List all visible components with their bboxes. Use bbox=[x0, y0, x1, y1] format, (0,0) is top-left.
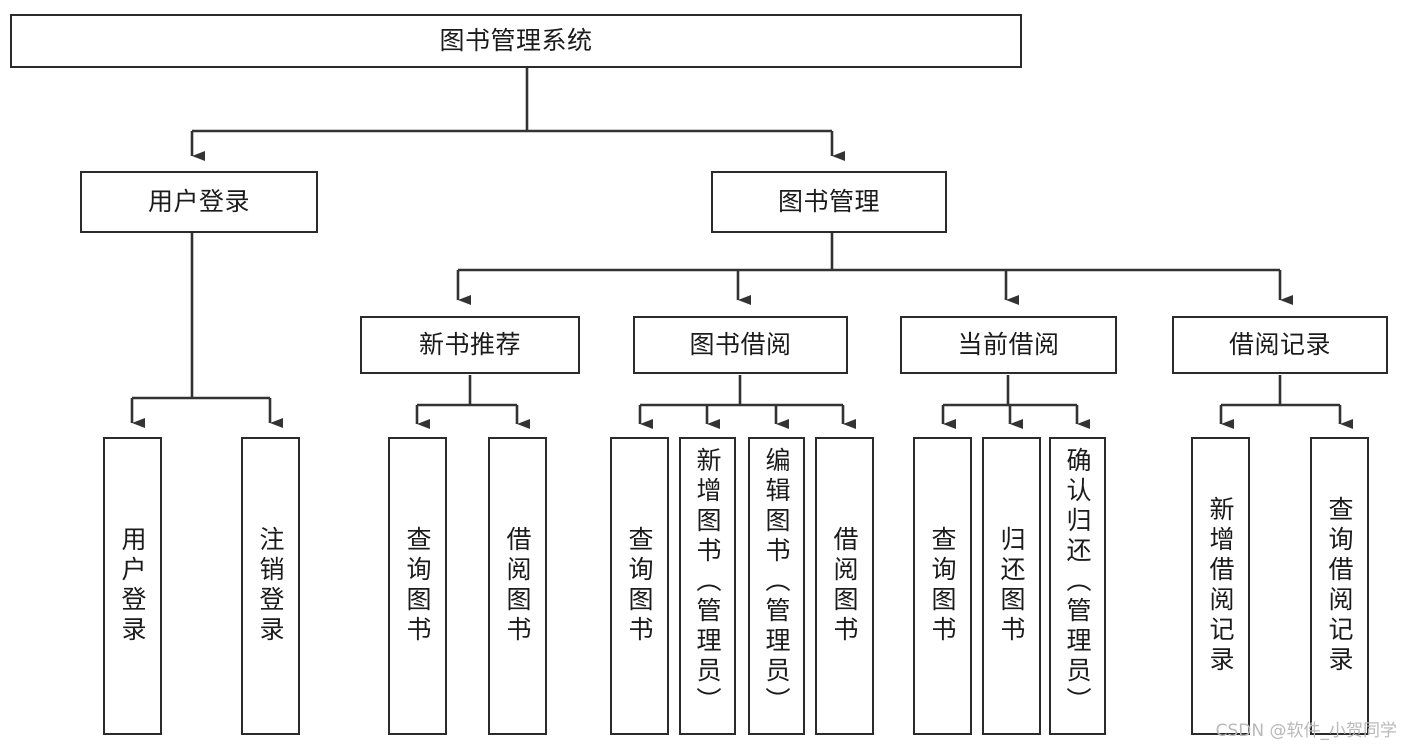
node-current-borrow[interactable]: 当前借阅 bbox=[900, 316, 1117, 374]
leaf-query-book-2[interactable]: 查询图书 bbox=[610, 437, 669, 735]
node-root-system[interactable]: 图书管理系统 bbox=[10, 14, 1022, 68]
node-label: 借阅记录 bbox=[1228, 330, 1331, 360]
node-label: 用户登录 bbox=[147, 187, 250, 217]
node-label: 图书借阅 bbox=[689, 330, 792, 360]
node-label: 归还图书 bbox=[997, 526, 1026, 646]
leaf-edit-book-admin[interactable]: 编辑图书（管理员） bbox=[748, 437, 805, 735]
watermark-csdn: CSDN @软件_小贺同学 bbox=[1215, 721, 1397, 741]
node-label: 查询图书 bbox=[403, 526, 432, 646]
node-label: 编辑图书（管理员） bbox=[762, 447, 791, 717]
leaf-user-login[interactable]: 用户登录 bbox=[103, 437, 162, 735]
leaf-query-borrow-record[interactable]: 查询借阅记录 bbox=[1310, 437, 1369, 735]
leaf-query-book-3[interactable]: 查询图书 bbox=[913, 437, 972, 735]
leaf-borrow-book-1[interactable]: 借阅图书 bbox=[488, 437, 547, 735]
node-label: 借阅图书 bbox=[830, 526, 859, 646]
leaf-confirm-return-admin[interactable]: 确认归还（管理员） bbox=[1049, 437, 1106, 735]
node-label: 确认归还（管理员） bbox=[1063, 447, 1092, 717]
node-label: 查询借阅记录 bbox=[1325, 496, 1354, 676]
leaf-add-borrow-record[interactable]: 新增借阅记录 bbox=[1191, 437, 1250, 735]
node-label: 用户登录 bbox=[118, 526, 147, 646]
leaf-add-book-admin[interactable]: 新增图书（管理员） bbox=[679, 437, 736, 735]
node-new-book-recommend[interactable]: 新书推荐 bbox=[360, 316, 580, 374]
node-label: 查询图书 bbox=[625, 526, 654, 646]
node-label: 新书推荐 bbox=[418, 330, 521, 360]
node-borrow-record[interactable]: 借阅记录 bbox=[1172, 316, 1388, 374]
node-label: 图书管理 bbox=[777, 187, 880, 217]
node-user-login[interactable]: 用户登录 bbox=[80, 171, 318, 233]
node-label: 借阅图书 bbox=[503, 526, 532, 646]
node-label: 注销登录 bbox=[256, 526, 285, 646]
node-label: 新增图书（管理员） bbox=[693, 447, 722, 717]
node-label: 图书管理系统 bbox=[439, 26, 593, 56]
node-book-management[interactable]: 图书管理 bbox=[711, 171, 947, 233]
node-book-borrow[interactable]: 图书借阅 bbox=[633, 316, 848, 374]
leaf-query-book-1[interactable]: 查询图书 bbox=[388, 437, 447, 735]
leaf-logout[interactable]: 注销登录 bbox=[241, 437, 300, 735]
leaf-borrow-book-2[interactable]: 借阅图书 bbox=[815, 437, 874, 735]
leaf-return-book[interactable]: 归还图书 bbox=[982, 437, 1041, 735]
node-label: 新增借阅记录 bbox=[1206, 496, 1235, 676]
node-label: 查询图书 bbox=[928, 526, 957, 646]
node-label: 当前借阅 bbox=[957, 330, 1060, 360]
